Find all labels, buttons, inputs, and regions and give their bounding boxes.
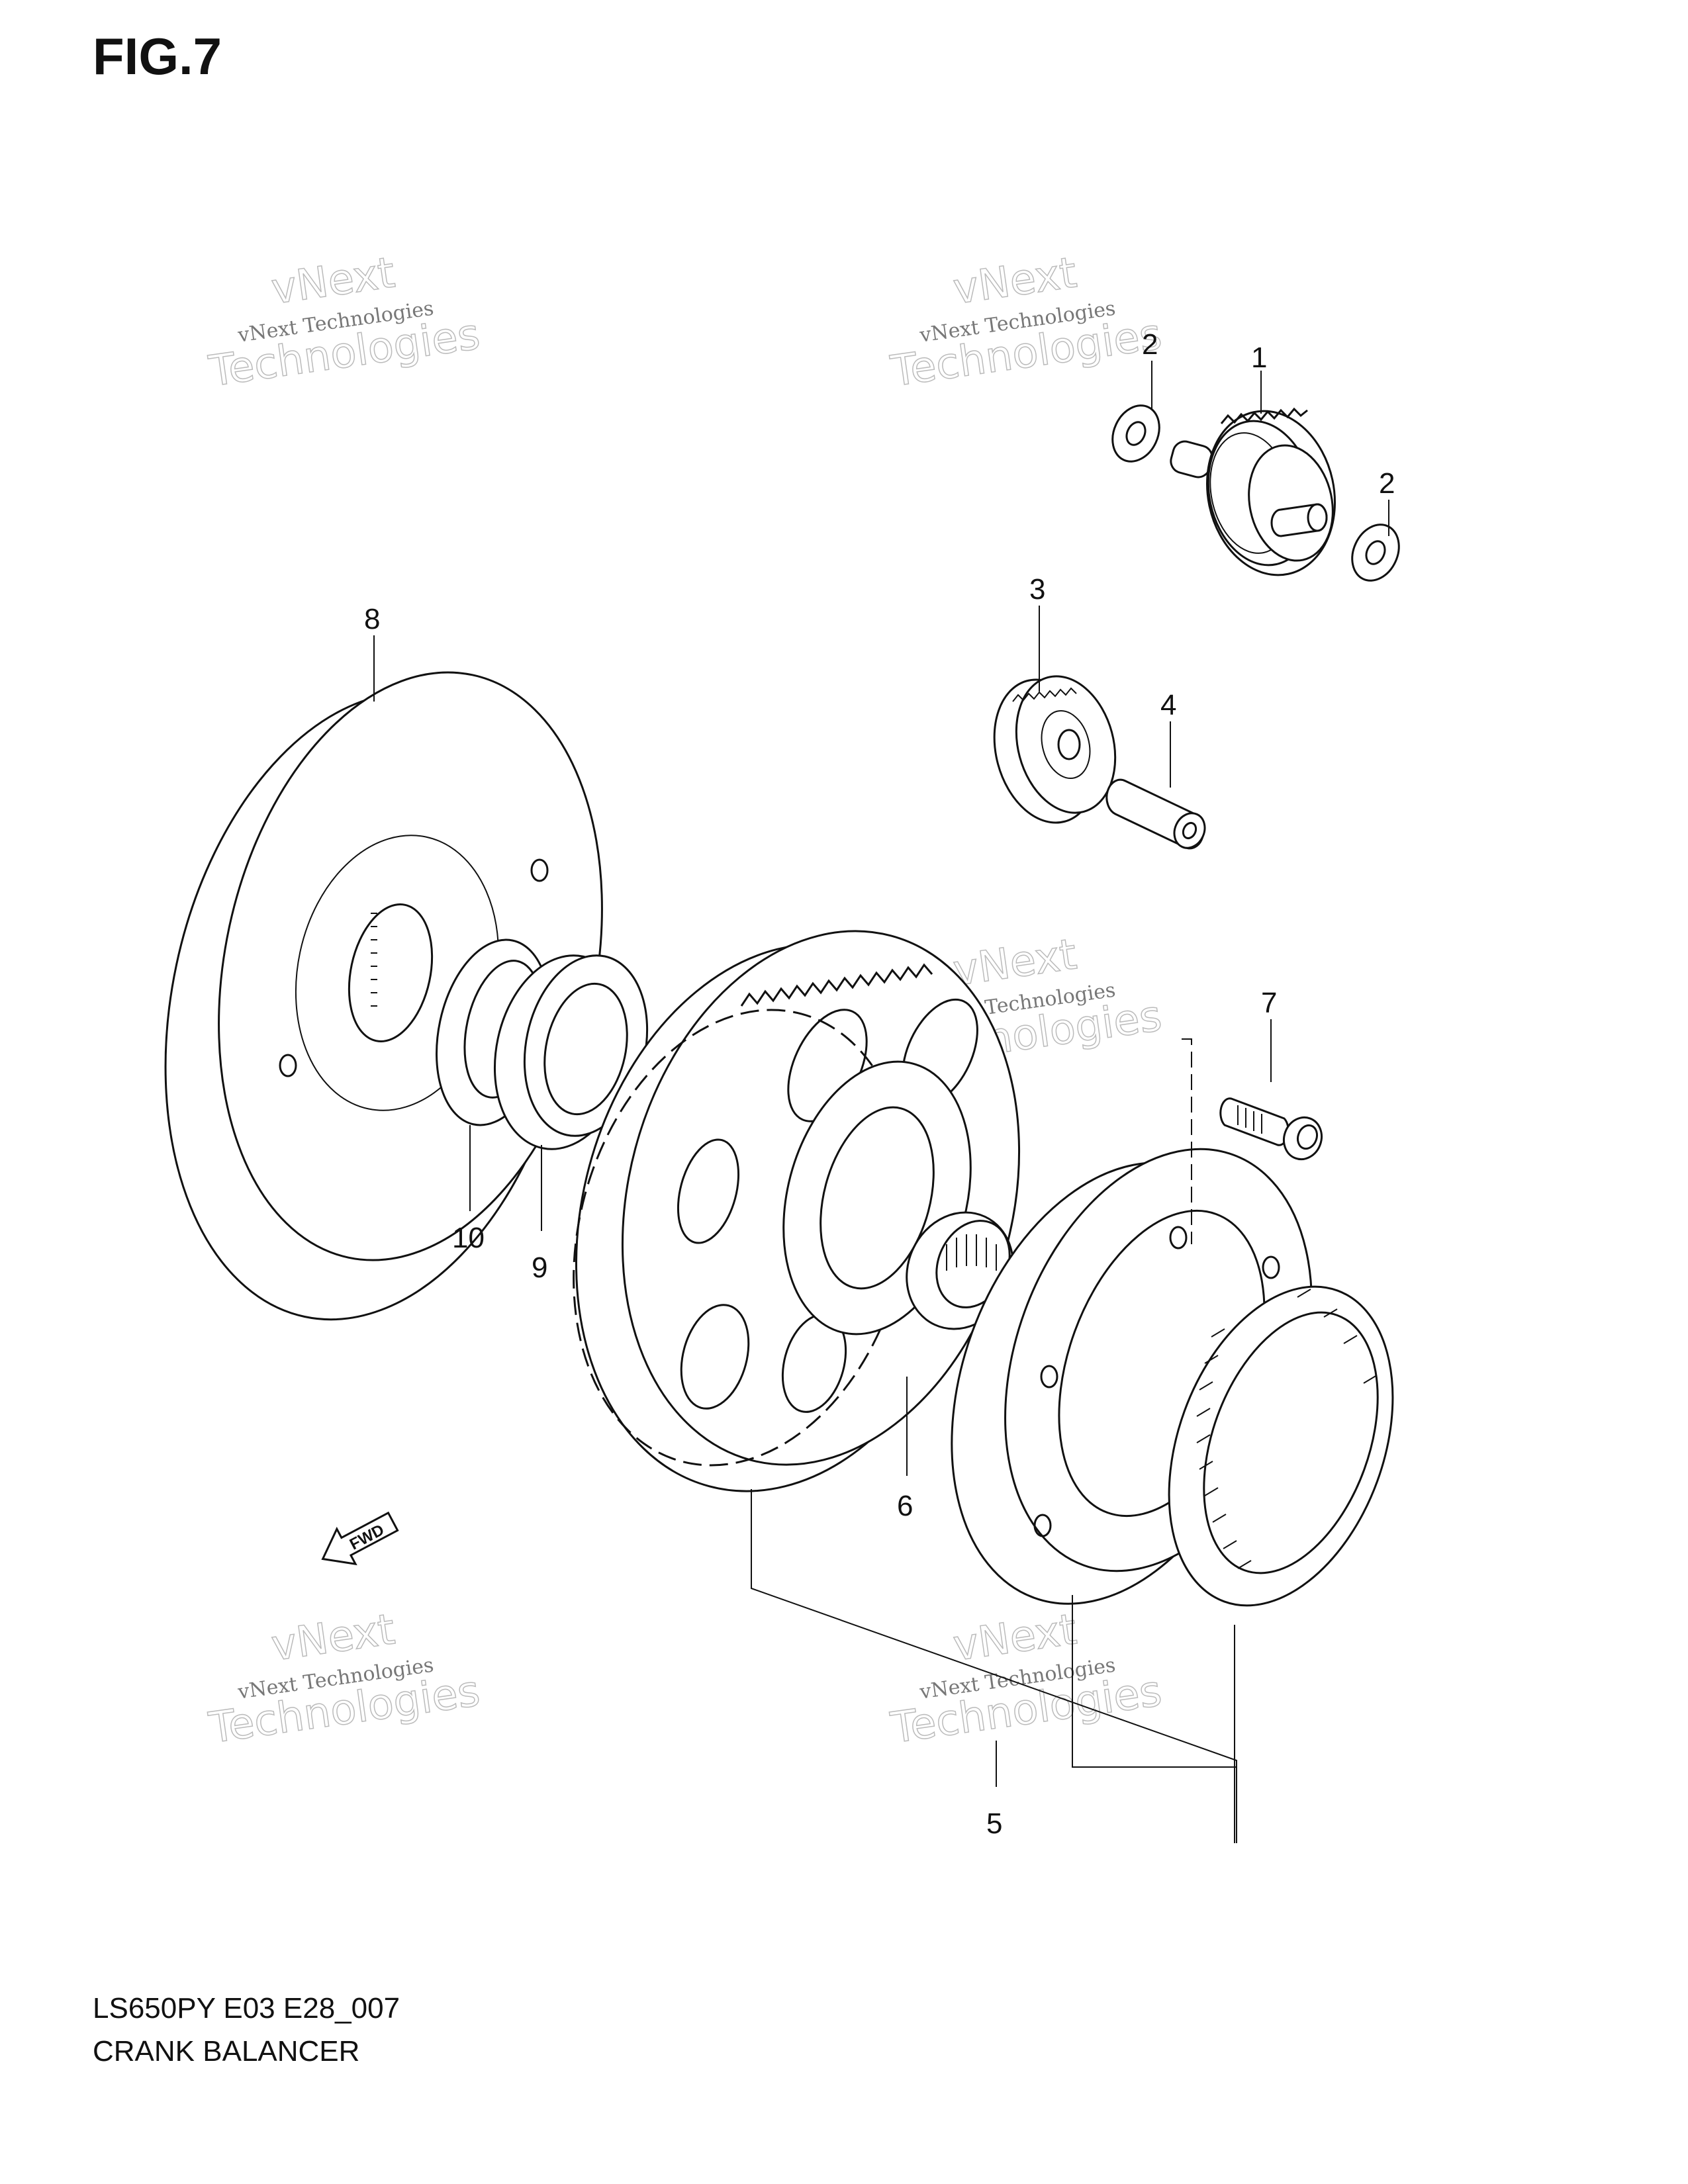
callout-3: 3: [1029, 573, 1045, 606]
part-6-balancer-driven-gear: [573, 930, 1021, 1492]
watermark-bottom-center: vNext Technologies vNext Technologies: [887, 1605, 1165, 1754]
callout-8: 8: [364, 603, 380, 635]
callout-1: 1: [1251, 341, 1267, 374]
leader-lines: [373, 361, 1389, 1843]
callout-5: 5: [986, 1807, 1002, 1840]
fwd-direction-arrow: FWD: [321, 1511, 399, 1566]
watermark-top-left: vNext Technologies vNext Technologies: [205, 248, 483, 397]
part-2-washer-right: [1351, 523, 1400, 582]
part-5-starter-clutch-assembly: [951, 1148, 1394, 1607]
watermark-top-center: vNext Technologies vNext Technologies: [887, 248, 1165, 397]
watermark-bottom-left: vNext Technologies vNext Technologies: [205, 1605, 483, 1754]
model-code: LS650PY E03 E28_007: [93, 1992, 400, 2025]
part-3-idle-gear: [993, 675, 1117, 824]
part-1-gear-shaft: [1170, 407, 1336, 576]
part-9-nut: [493, 954, 649, 1150]
callout-4: 4: [1160, 689, 1176, 721]
part-4-pin: [1105, 778, 1206, 850]
callout-9: 9: [532, 1251, 547, 1284]
callout-10: 10: [452, 1222, 485, 1254]
section-name: CRANK BALANCER: [93, 2035, 360, 2068]
part-2-washer-left: [1111, 404, 1160, 463]
part-7-bolt: [1219, 1097, 1323, 1161]
callout-7: 7: [1261, 987, 1277, 1019]
callout-2-right: 2: [1379, 467, 1395, 500]
callout-6: 6: [897, 1490, 913, 1522]
figure-title: FIG.7: [93, 27, 222, 85]
callout-2-left: 2: [1142, 328, 1158, 361]
